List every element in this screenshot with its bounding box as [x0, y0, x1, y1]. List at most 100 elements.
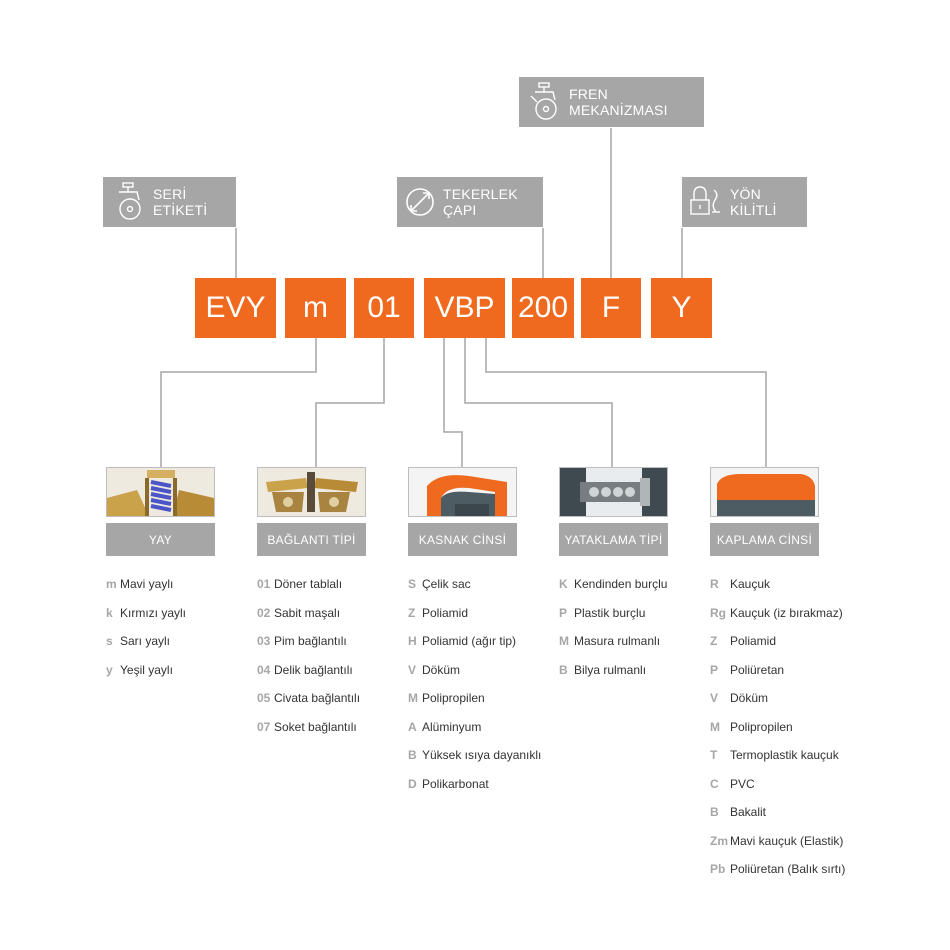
option-code: m	[106, 577, 117, 592]
connector-baglanti	[315, 338, 385, 467]
list-item: Rg Kauçuk (iz bırakmaz)	[710, 599, 845, 628]
option-text: Polipropilen	[422, 691, 485, 706]
caster-wheel-icon	[119, 182, 141, 220]
yataklama-tipi-image	[559, 467, 668, 517]
option-code: D	[408, 776, 417, 791]
option-text: Yeşil yaylı	[120, 662, 173, 677]
kasnak-cinsi-list: S Çelik sac Z Poliamid H Poliamid (ağır tip…	[408, 570, 541, 798]
option-code: 03	[257, 634, 271, 649]
option-code: 05	[257, 691, 271, 706]
option-code: Pb	[710, 862, 726, 877]
option-text: Sarı yaylı	[120, 634, 171, 649]
option-text: PVC	[730, 776, 755, 791]
kaplama-cinsi-label: KAPLAMA CİNSİ	[710, 523, 819, 556]
option-text: Bakalit	[730, 805, 767, 820]
connector-yataklama	[464, 338, 613, 467]
code-part-direction-lock: Y	[651, 278, 712, 338]
option-code: y	[106, 662, 113, 677]
option-text: Bilya rulmanlı	[574, 662, 647, 677]
yay-label: YAY	[106, 523, 215, 556]
option-text: Döner tablalı	[274, 577, 343, 592]
option-code: Zm	[710, 833, 728, 848]
lock-icon	[690, 186, 720, 215]
kaplama-cinsi-image	[710, 467, 819, 517]
code-part-hub-coating: VBP	[424, 278, 505, 338]
option-text: Kendinden burçlu	[574, 577, 668, 592]
tekerlek-capi-box: TEKERLEK ÇAPI	[397, 177, 543, 227]
option-code: V	[710, 691, 719, 706]
kasnak-cinsi-image	[408, 467, 517, 517]
option-code: B	[710, 805, 719, 820]
list-item: C PVC	[710, 770, 845, 799]
option-text: Masura rulmanlı	[574, 634, 661, 649]
option-code: 02	[257, 605, 271, 620]
option-code: T	[710, 748, 718, 763]
option-code: M	[710, 719, 720, 734]
option-code: R	[710, 577, 719, 592]
option-text: Mavi yaylı	[120, 577, 174, 592]
option-code: 01	[257, 577, 271, 592]
connector-kaplama	[485, 338, 767, 467]
connector-kasnak	[443, 338, 463, 467]
option-text: Poliüretan (Balık sırtı)	[730, 862, 846, 877]
option-code: M	[559, 634, 569, 649]
option-code: H	[408, 634, 417, 649]
option-code: Z	[408, 605, 416, 620]
code-part-diameter: 200	[512, 278, 574, 338]
fren-mekanizmasi-label: FREN MEKANİZMASI	[569, 86, 668, 118]
baglanti-tipi-image	[257, 467, 366, 517]
option-code: P	[710, 662, 719, 677]
option-text: Kauçuk	[730, 577, 771, 592]
option-code: B	[559, 662, 568, 677]
option-code: k	[106, 605, 113, 620]
list-item: y Yeşil yaylı	[106, 656, 186, 685]
connector-yay	[160, 338, 317, 467]
option-text: Çelik sac	[422, 577, 471, 592]
option-text: Poliamid	[730, 634, 777, 649]
option-text: Kırmızı yaylı	[120, 605, 187, 620]
list-item: R Kauçuk	[710, 570, 845, 599]
option-text: Döküm	[422, 662, 461, 677]
list-item: H Poliamid (ağır tip)	[408, 627, 541, 656]
option-text: Kauçuk (iz bırakmaz)	[730, 605, 843, 620]
option-code: A	[408, 719, 417, 734]
option-code: S	[408, 577, 417, 592]
option-code: P	[559, 605, 568, 620]
list-item: B Bilya rulmanlı	[559, 656, 667, 685]
option-text: Poliamid (ağır tip)	[422, 634, 517, 649]
option-code: C	[710, 776, 719, 791]
option-text: Döküm	[730, 691, 769, 706]
list-item: Pb Poliüretan (Balık sırtı)	[710, 855, 845, 884]
yon-kilitli-box: YÖN KİLİTLİ	[682, 177, 807, 227]
code-part-spring: m	[285, 278, 346, 338]
option-code: K	[559, 577, 568, 592]
option-code: Rg	[710, 605, 726, 620]
option-code: 04	[257, 662, 271, 677]
option-text: Poliamid	[422, 605, 469, 620]
list-item: k Kırmızı yaylı	[106, 599, 186, 628]
option-text: Mavi kauçuk (Elastik)	[730, 833, 844, 848]
option-code: s	[106, 634, 113, 649]
tekerlek-capi-label: TEKERLEK ÇAPI	[443, 186, 518, 218]
code-part-series: EVY	[195, 278, 276, 338]
list-item: S Çelik sac	[408, 570, 541, 599]
list-item: s Sarı yaylı	[106, 627, 186, 656]
